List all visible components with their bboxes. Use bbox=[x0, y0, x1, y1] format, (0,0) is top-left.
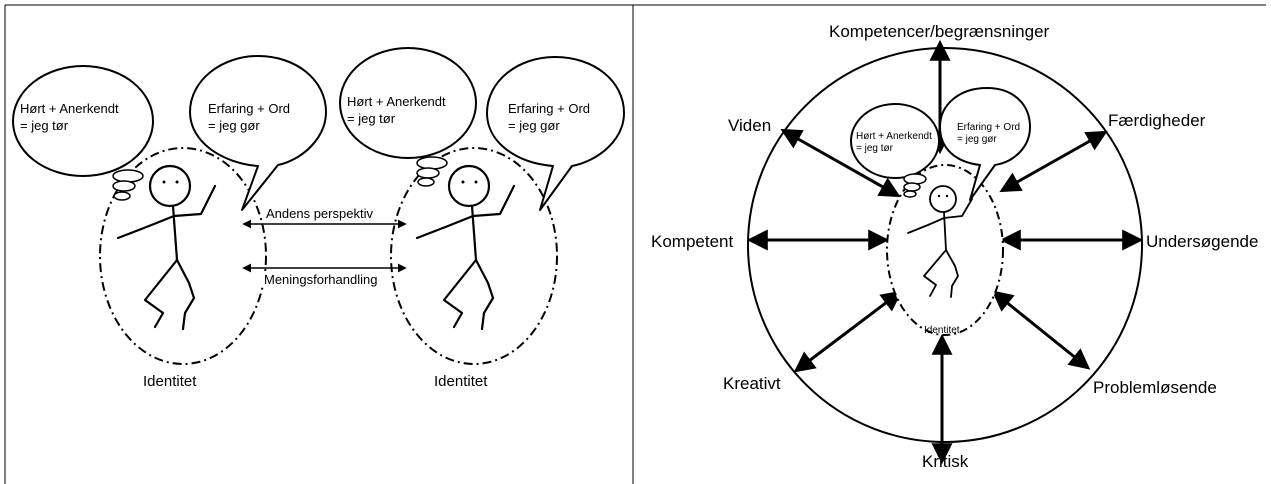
person-1: Hørt + Anerkendt = jeg tør Erfaring + Or… bbox=[13, 56, 326, 390]
label-right: Undersøgende bbox=[1146, 232, 1258, 251]
arrow-label-top: Andens perspektiv bbox=[266, 206, 373, 221]
arrow-label-bottom: Meningsforhandling bbox=[264, 272, 377, 287]
spoke-bottom-right bbox=[995, 293, 1087, 367]
speech-bubble-1 bbox=[190, 56, 326, 210]
label-left: Kompetent bbox=[651, 232, 733, 251]
center-identity-label: Identitet bbox=[924, 325, 960, 336]
identity-label-2: Identitet bbox=[434, 373, 488, 390]
thought-text-1b: = jeg tør bbox=[20, 118, 69, 133]
speech-bubble-2 bbox=[487, 57, 624, 210]
label-bottom-right: Problemløsende bbox=[1093, 378, 1217, 397]
panel-borders bbox=[5, 5, 1266, 484]
identity-label-1: Identitet bbox=[143, 373, 197, 390]
label-bottom-left: Kreativt bbox=[723, 374, 781, 393]
stick-figure-2 bbox=[417, 166, 514, 329]
interaction-arrows: Andens perspektiv Meningsforhandling bbox=[244, 206, 405, 287]
center-thought-a: Hørt + Anerkendt bbox=[856, 131, 932, 142]
person-2: Hørt + Anerkendt = jeg tør Erfaring + Or… bbox=[340, 48, 624, 390]
label-bottom: Kritisk bbox=[922, 452, 969, 471]
thought-text-1a: Hørt + Anerkendt bbox=[20, 101, 119, 116]
speech-text-1a: Erfaring + Ord bbox=[208, 101, 290, 116]
speech-text-2b: = jeg gør bbox=[508, 118, 560, 133]
right-panel: Hørt + Anerkendt = jeg tør Erfaring + Or… bbox=[651, 22, 1258, 471]
label-top-right: Færdigheder bbox=[1108, 111, 1206, 130]
left-panel: Hørt + Anerkendt = jeg tør Erfaring + Or… bbox=[13, 48, 624, 390]
spoke-bottom-left bbox=[797, 293, 899, 370]
speech-text-2a: Erfaring + Ord bbox=[508, 101, 590, 116]
center-thought-b: = jeg tør bbox=[856, 143, 894, 154]
label-top: Kompetencer/begrænsninger bbox=[829, 22, 1050, 41]
identity-boundary-2 bbox=[391, 148, 557, 364]
label-top-left: Viden bbox=[728, 116, 771, 135]
center-speech-b: = jeg gør bbox=[957, 134, 997, 145]
center-speech-a: Erfaring + Ord bbox=[957, 122, 1020, 133]
stick-figure-1 bbox=[118, 166, 215, 329]
thought-text-2a: Hørt + Anerkendt bbox=[347, 94, 446, 109]
speech-text-1b: = jeg gør bbox=[208, 118, 260, 133]
thought-text-2b: = jeg tør bbox=[347, 111, 396, 126]
